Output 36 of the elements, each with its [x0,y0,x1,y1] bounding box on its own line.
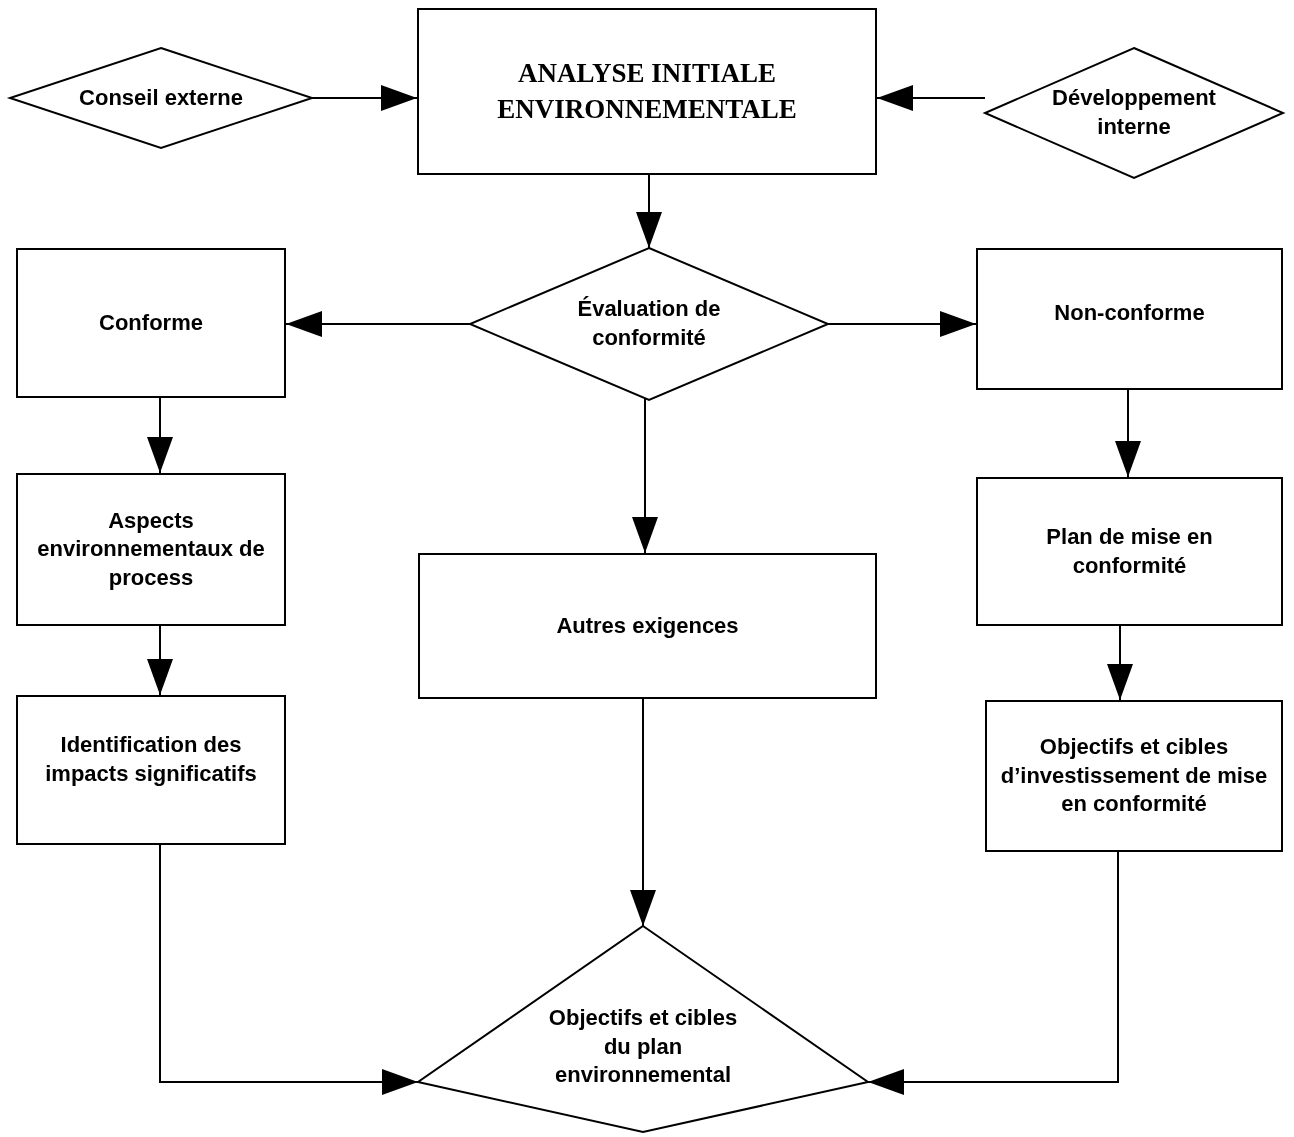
node-label: Non-conforme [1053,298,1206,327]
process-box [976,477,1283,626]
node-label: Plan de mise en conformité [1045,522,1214,580]
node-label: Évaluation de conformité [576,295,722,352]
node-label: Identification des impacts significatifs [44,731,258,788]
process-box [16,695,286,845]
node-label: Développement interne [1051,84,1217,141]
arrow [630,698,656,927]
decision-diamond [10,48,312,148]
decision-diamond [418,926,868,1132]
node-label: ANALYSE INITIALE ENVIRONNEMENTALE [496,57,798,126]
arrow [147,397,173,474]
process-box [976,248,1283,390]
node-label: Conforme [98,308,204,337]
arrow [827,311,977,337]
node-label: Objectifs et cibles d’investissement de mise en conformité [999,733,1269,819]
node-label: Autres exigences [555,611,740,640]
arrow [867,851,1119,1095]
decision-diamond [470,248,828,400]
decision-diamond [985,48,1283,178]
node-label: Objectifs et cibles du plan environnemental [547,1004,739,1090]
arrow [311,85,418,111]
process-box [985,700,1283,852]
arrow [876,85,986,111]
arrow [1107,625,1133,701]
node-label: Conseil externe [78,83,244,112]
arrow [159,844,419,1095]
arrow [636,174,662,249]
process-box [16,473,286,626]
node-label: Aspects environnementaux de process [36,506,266,592]
process-box [418,553,877,699]
arrow [1115,389,1141,478]
process-box [417,8,877,175]
process-box [16,248,286,398]
arrow [285,311,471,337]
arrow [147,625,173,696]
